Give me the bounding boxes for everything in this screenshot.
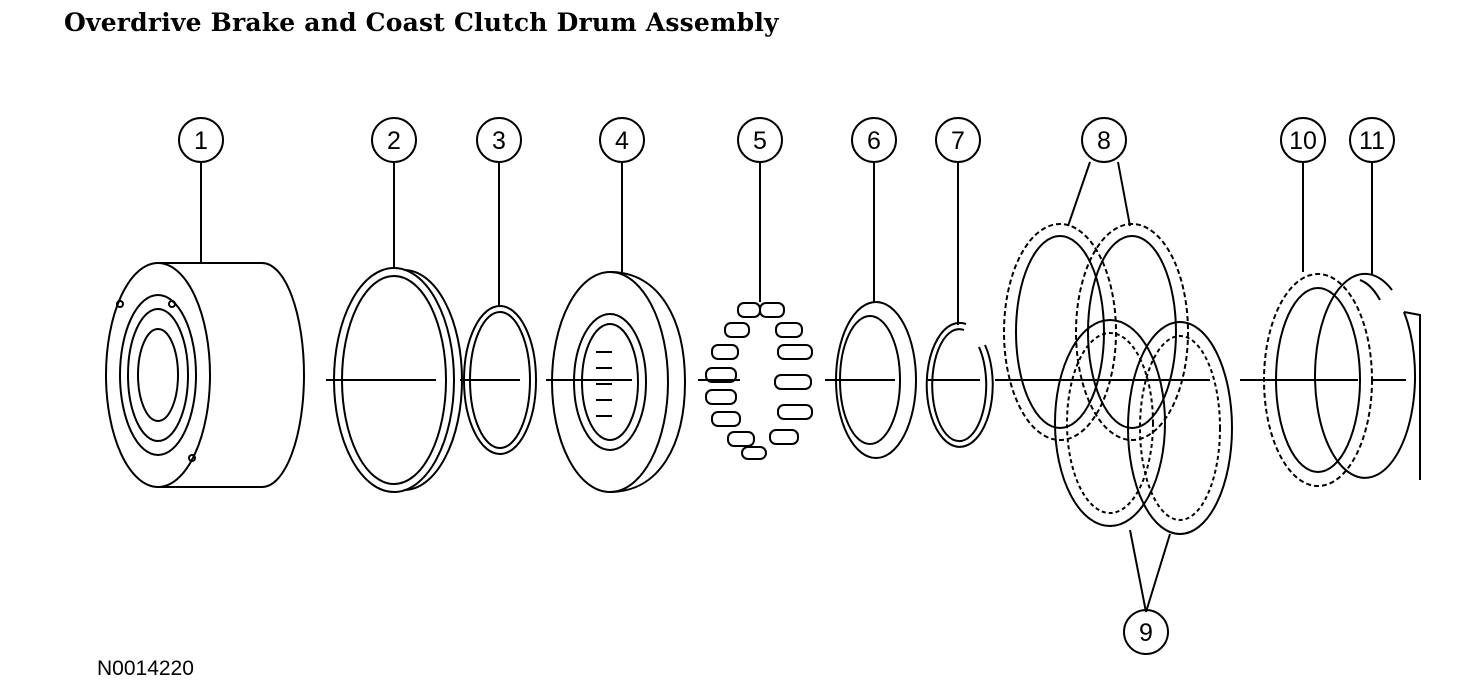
part-4-piston xyxy=(551,271,687,493)
diagram-title: Overdrive Brake and Coast Clutch Drum As… xyxy=(64,8,779,37)
callout-8-label: 8 xyxy=(1097,127,1111,155)
part-9-plates xyxy=(1054,319,1233,535)
callout-1: 1 xyxy=(178,117,224,163)
callout-2: 2 xyxy=(371,117,417,163)
part-7-snap-ring xyxy=(925,321,994,448)
callout-6-label: 6 xyxy=(867,127,881,155)
part-8-plates xyxy=(1003,223,1189,441)
part-11-snap-ring xyxy=(1314,272,1421,480)
callout-10: 10 xyxy=(1280,117,1326,163)
callout-3: 3 xyxy=(476,117,522,163)
callout-6: 6 xyxy=(851,117,897,163)
callout-4-label: 4 xyxy=(615,127,629,155)
callout-10-label: 10 xyxy=(1289,127,1317,155)
callout-4: 4 xyxy=(599,117,645,163)
callout-11-label: 11 xyxy=(1359,127,1385,155)
callout-11: 11 xyxy=(1349,117,1395,163)
callout-1-label: 1 xyxy=(194,127,208,155)
callout-8: 8 xyxy=(1081,117,1127,163)
figure-id: N0014220 xyxy=(97,657,194,680)
callout-5: 5 xyxy=(737,117,783,163)
callout-5-label: 5 xyxy=(753,127,767,155)
callout-3-label: 3 xyxy=(492,127,506,155)
part-5-return-springs xyxy=(705,302,813,460)
callout-9: 9 xyxy=(1123,609,1169,655)
leader-lines xyxy=(200,161,1373,613)
callout-9-label: 9 xyxy=(1139,619,1153,647)
part-1-drum xyxy=(105,262,305,488)
callout-7: 7 xyxy=(935,117,981,163)
callout-2-label: 2 xyxy=(387,127,401,155)
callout-7-label: 7 xyxy=(951,127,965,155)
